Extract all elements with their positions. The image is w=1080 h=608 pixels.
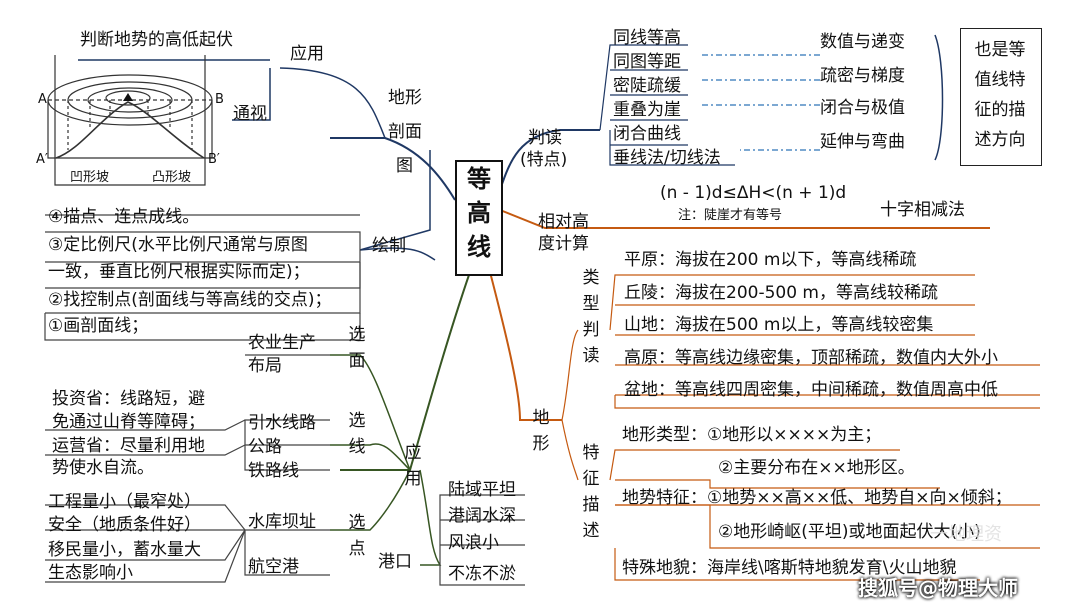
profile-apply-sub: 判断地势的高低起伏 (80, 30, 233, 50)
edge-terrain (489, 271, 562, 421)
xuandian-label: 选点 (348, 513, 366, 559)
watermark-small: 一地理资 (930, 524, 1002, 545)
point-dam: 水库坝址 (248, 512, 316, 532)
terrain-type-4: 高原：等高线边缘密集，顶部稀疏，数值内大外小 (624, 348, 998, 368)
center-char-3: 线 (467, 233, 491, 261)
route-2: 公路 (248, 437, 282, 457)
profile-apply: 应用 (290, 44, 324, 64)
fig-label-a: A (38, 92, 47, 107)
profile-label-1: 地形 (388, 88, 422, 108)
box-line-3: 征的描 (974, 100, 1026, 120)
edge-relative (499, 209, 990, 229)
profile-label-3: 图 (396, 156, 413, 176)
fig-label-concave: 凹形坡 (70, 170, 110, 185)
relative-formula: (n - 1)d≤ΔH<(n + 1)d (660, 183, 847, 203)
profile-draw: 绘制 (372, 236, 406, 256)
edge-reading (499, 129, 600, 191)
terrain-desc-2: ②主要分布在××地形区。 (718, 458, 915, 478)
route-note-1: 投资省：线路短，避 (52, 389, 205, 409)
terrain-type-5: 盆地：等高线四周密集，中间稀疏，数值周高中低 (624, 380, 998, 400)
box-line-2: 值线特 (974, 70, 1026, 90)
reading-pair-4: 延伸与弯曲 (820, 132, 905, 152)
edge-profile (330, 137, 456, 201)
relative-label-1: 相对高 (538, 212, 589, 232)
draw-step-4: ④描点、连点成线。 (48, 207, 200, 227)
terrain-desc-3: 地势特征：①地势××高××低、地势自×向×倾斜； (622, 488, 1012, 508)
dam-note-2: 安全（地质条件好） (48, 515, 201, 535)
point-airport: 航空港 (248, 557, 299, 577)
port-note-4: 不冻不淤 (448, 564, 516, 584)
fig-label-b2: B′ (208, 152, 220, 167)
edge-application (340, 271, 471, 471)
reading-item-3: 密陡疏缓 (613, 76, 681, 96)
center-node: 等 高 线 (455, 160, 503, 276)
reading-label-2: (特点) (520, 150, 568, 170)
route-3: 铁路线 (248, 461, 299, 481)
draw-step-2: ②找控制点(剖面线与等高线的交点)； (48, 290, 332, 310)
xuanmian-label: 选面 (348, 325, 366, 371)
reading-pair-2: 疏密与梯度 (820, 66, 905, 86)
fig-label-b: B (215, 92, 224, 107)
terrain-type-1: 平原：海拔在200 m以下，等高线稀疏 (624, 250, 917, 270)
dam-note-4: 生态影响小 (48, 563, 133, 583)
reading-item-1: 同线等高 (613, 28, 681, 48)
watermark-main: 搜狐号@物理大师 (858, 576, 1018, 600)
route-note-3: 运营省：尽量利用地 (52, 436, 205, 456)
draw-step-3b: 一致，垂直比例尺根据实际而定)； (48, 262, 310, 282)
reading-label-1: 判读 (528, 128, 562, 148)
dam-note-1: 工程量小（最窄处） (48, 492, 201, 512)
port-note-1: 陆域平坦 (448, 480, 516, 500)
route-note-4: 势使水自流。 (52, 458, 154, 478)
terrain-desc-1: 地形类型：①地形以××××为主； (622, 425, 882, 445)
terrain-desc-label: 特征描述 (582, 443, 600, 541)
reading-item-6: 垂线法/切线法 (613, 148, 721, 168)
reading-item-5: 闭合曲线 (613, 124, 681, 144)
port-label: 港口 (378, 552, 412, 572)
fig-label-convex: 凸形坡 (152, 170, 192, 185)
box-line-4: 述方向 (974, 130, 1026, 150)
terrain-type-2: 丘陵：海拔在200-500 m，等高线较稀疏 (624, 283, 938, 303)
center-char-1: 等 (467, 165, 491, 193)
agri-line-2: 布局 (248, 356, 282, 376)
fig-label-a2: A′ (36, 152, 48, 167)
agri-line-1: 农业生产 (248, 333, 316, 353)
box-line-1: 也是等 (974, 40, 1026, 60)
terrain-desc-5: 特殊地貌：海岸线\喀斯特地貌发育\火山地貌 (622, 558, 957, 578)
terrain-label: 地形 (532, 408, 550, 454)
dam-note-3: 移民量小，蓄水量大 (48, 540, 201, 560)
terrain-type-3: 山地：海拔在500 m以上，等高线较密集 (624, 315, 934, 335)
profile-figure (47, 55, 213, 186)
port-note-3: 风浪小 (448, 533, 499, 553)
relative-label-2: 度计算 (538, 234, 589, 254)
profile-view: 通视 (233, 104, 267, 124)
draw-step-3a: ③定比例尺(水平比例尺通常与原图 (48, 235, 308, 255)
center-char-2: 高 (467, 199, 491, 227)
draw-step-1: ①画剖面线； (48, 316, 149, 336)
port-note-2: 港阔水深 (448, 506, 516, 526)
reading-item-4: 重叠为崖 (613, 100, 681, 120)
reading-pair-1: 数值与递变 (820, 32, 905, 52)
profile-label-2: 剖面 (388, 122, 422, 142)
route-note-2: 免通过山脊等障碍； (52, 412, 205, 432)
reading-item-2: 同图等距 (613, 52, 681, 72)
relative-note: 注：陡崖才有等号 (678, 208, 783, 223)
route-1: 引水线路 (248, 413, 316, 433)
xuanxian-label: 选线 (348, 411, 366, 457)
terrain-type-label: 类型判读 (582, 268, 600, 366)
terrain-desc-4: ②地形崎岖(平坦)或地面起伏大(小) (718, 522, 981, 542)
application-label: 应用 (404, 443, 422, 489)
relative-method: 十字相减法 (880, 200, 965, 220)
reading-pair-3: 闭合与极值 (820, 98, 905, 118)
reading-summary-box (960, 28, 1042, 166)
